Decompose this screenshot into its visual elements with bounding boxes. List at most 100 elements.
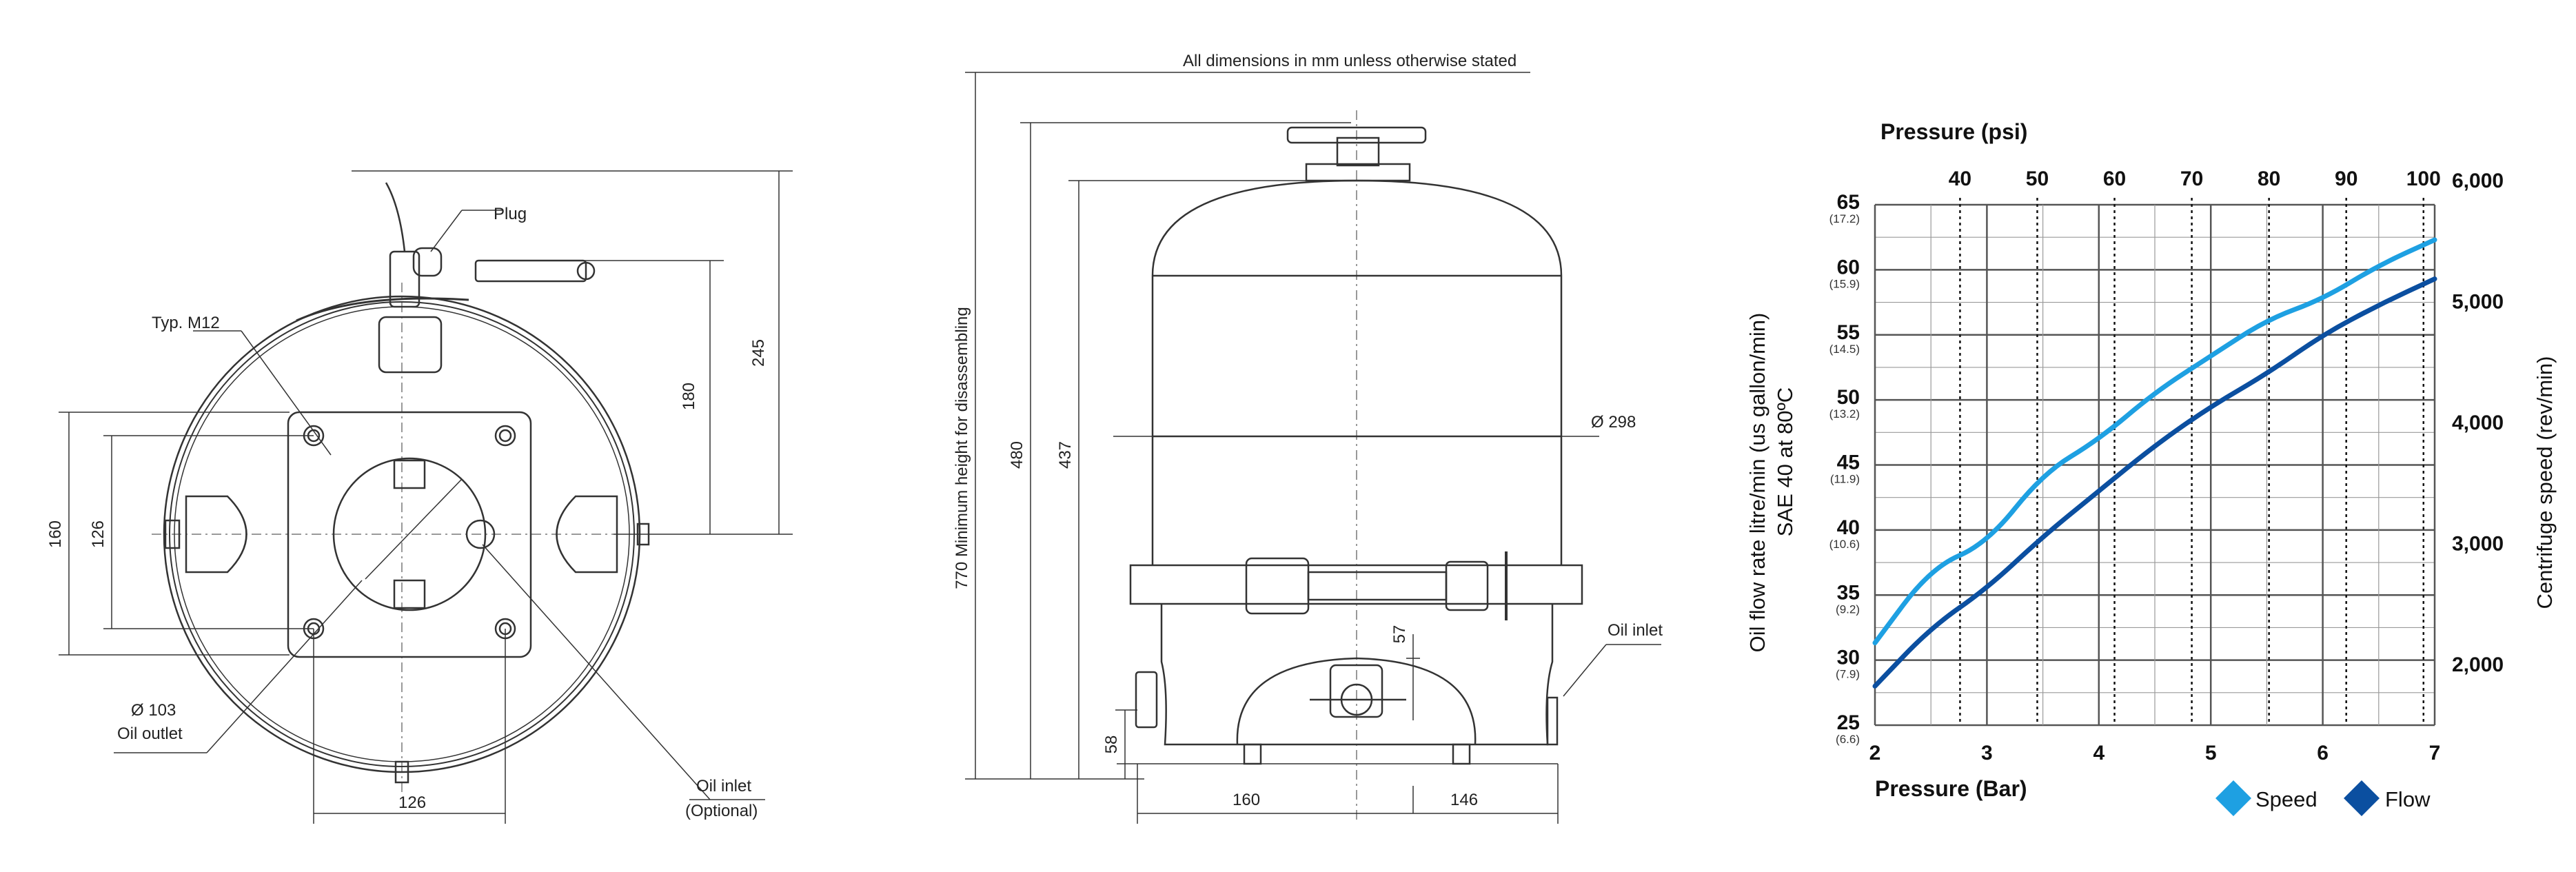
top-tick-label: 50: [2026, 168, 2049, 190]
side-view-dimensions: [965, 72, 1661, 824]
right-lug: [556, 495, 618, 574]
plug-lever-end: [576, 261, 596, 281]
x-tick-label: 3: [1981, 742, 1993, 764]
y-tick-sublabel: (15.9): [1829, 277, 1860, 290]
y-tick-label: 30: [1837, 647, 1860, 669]
y-tick-sublabel: (14.5): [1829, 343, 1860, 356]
x-tick-label: 2: [1869, 742, 1881, 764]
dim-146: 146: [1450, 791, 1478, 809]
y-tick-label: 60: [1837, 256, 1860, 278]
label-optional: (Optional): [685, 802, 758, 820]
side-view-drawing: [1117, 110, 1583, 820]
y-tick-label: 45: [1837, 452, 1860, 474]
legend-flow-swatch: [2344, 780, 2380, 816]
dim-126-vertical: 126: [89, 520, 108, 548]
legend-flow-label: Flow: [2385, 787, 2431, 811]
plug-cable: [385, 182, 406, 252]
dim-437: 437: [1056, 441, 1075, 469]
x-tick-label: 4: [2093, 742, 2105, 764]
right-flange: [1546, 696, 1559, 746]
y-tick-label: 50: [1837, 386, 1860, 409]
foot-left: [1243, 743, 1262, 765]
dim-180: 180: [680, 383, 698, 410]
clamp-latch-right: [1445, 560, 1489, 611]
dimension-note: All dimensions in mm unless otherwise st…: [1183, 52, 1517, 70]
top-tick-label: 100: [2406, 168, 2441, 190]
dim-480: 480: [1008, 441, 1026, 469]
top-view-text: Plug Typ. M12 Ø 103 Oil outlet Oil inlet…: [46, 205, 768, 820]
y-axis-subtitle: SAE 40 at 80ºC: [1773, 387, 1797, 536]
chart-grid: [1874, 198, 2436, 727]
clamp-latch-bar: [1307, 571, 1448, 601]
y-tick-sublabel: (7.9): [1836, 668, 1860, 681]
x-axis-title: Pressure (Bar): [1875, 776, 2027, 801]
y2-tick-label: 3,000: [2452, 533, 2504, 556]
chart-legend: Speed Flow: [2215, 780, 2431, 816]
label-plug: Plug: [494, 205, 527, 223]
dim-160-side: 160: [1233, 791, 1260, 809]
y2-axis-title: Centrifuge speed (rev/min): [2533, 356, 2557, 609]
label-oil-inlet-top: Oil inlet: [696, 777, 751, 795]
legend-speed-swatch: [2215, 780, 2251, 816]
side-drain-plug: [1135, 671, 1158, 729]
foot-right: [1452, 743, 1471, 765]
left-lug: [185, 495, 247, 574]
t-handle-stem: [1336, 136, 1380, 167]
top-tick-label: 60: [2103, 168, 2126, 190]
label-typ-m12: Typ. M12: [152, 314, 220, 332]
series-line-flow: [1872, 276, 2437, 689]
y-tick-sublabel: (10.6): [1829, 538, 1860, 551]
cover-connector: [378, 316, 443, 374]
y2-tick-label: 4,000: [2452, 412, 2504, 434]
label-dia-103: Ø 103: [131, 701, 176, 720]
top-tick-label: 40: [1949, 168, 1971, 190]
series-line-speed: [1872, 237, 2437, 646]
dim-770: 770 Minimum height for disassembling: [953, 307, 971, 589]
top-view-drawing: [152, 182, 655, 793]
y2-tick-label: 6,000: [2452, 170, 2504, 192]
y-tick-sublabel: (17.2): [1829, 212, 1860, 225]
dim-245: 245: [749, 339, 768, 367]
y2-tick-label: 5,000: [2452, 290, 2504, 313]
y-tick-label: 35: [1837, 581, 1860, 604]
y-tick-sublabel: (11.9): [1830, 473, 1860, 486]
top-axis-title: Pressure (psi): [1880, 119, 2027, 144]
t-handle-bar: [1286, 126, 1427, 144]
y-tick-sublabel: (6.6): [1836, 733, 1860, 746]
plug-lever: [474, 259, 587, 283]
label-oil-inlet-side: Oil inlet: [1608, 621, 1663, 640]
dim-58: 58: [1102, 736, 1121, 754]
y-tick-sublabel: (13.2): [1829, 407, 1860, 420]
top-tick-label: 70: [2180, 168, 2203, 190]
legend-speed-label: Speed: [2255, 787, 2318, 811]
y-tick-label: 25: [1837, 711, 1860, 734]
boss-notch-bottom: [393, 579, 426, 609]
chart-series: [1872, 237, 2437, 689]
top-tick-label: 80: [2258, 168, 2280, 190]
y-tick-sublabel: (9.2): [1836, 602, 1860, 616]
plug-knob: [412, 247, 443, 277]
boss-notch-top: [393, 459, 426, 489]
top-view-dimensions: [59, 170, 793, 824]
chart-ticks: 65(17.2)60(15.9)55(14.5)50(13.2)45(11.9)…: [1829, 168, 2504, 764]
mounting-plate: [287, 411, 532, 658]
side-view-text: All dimensions in mm unless otherwise st…: [953, 52, 1663, 809]
cover-nut: [1305, 163, 1411, 182]
x-tick-label: 6: [2317, 742, 2329, 764]
x-tick-label: 5: [2205, 742, 2217, 764]
y-axis-title: Oil flow rate litre/min (us gallon/min): [1745, 313, 1769, 653]
top-tick-label: 90: [2335, 168, 2357, 190]
performance-chart: 65(17.2)60(15.9)55(14.5)50(13.2)45(11.9)…: [1745, 119, 2557, 816]
cover-dome: [1151, 179, 1563, 276]
dim-298: Ø 298: [1591, 413, 1636, 432]
y-tick-label: 55: [1837, 321, 1860, 344]
x-tick-label: 7: [2429, 742, 2441, 764]
clamp-band: [296, 297, 469, 322]
dim-160-vertical: 160: [46, 520, 65, 548]
label-oil-outlet: Oil outlet: [117, 724, 183, 743]
y-tick-label: 40: [1837, 516, 1860, 539]
dim-57: 57: [1390, 625, 1409, 644]
dim-126-horizontal: 126: [398, 793, 426, 812]
